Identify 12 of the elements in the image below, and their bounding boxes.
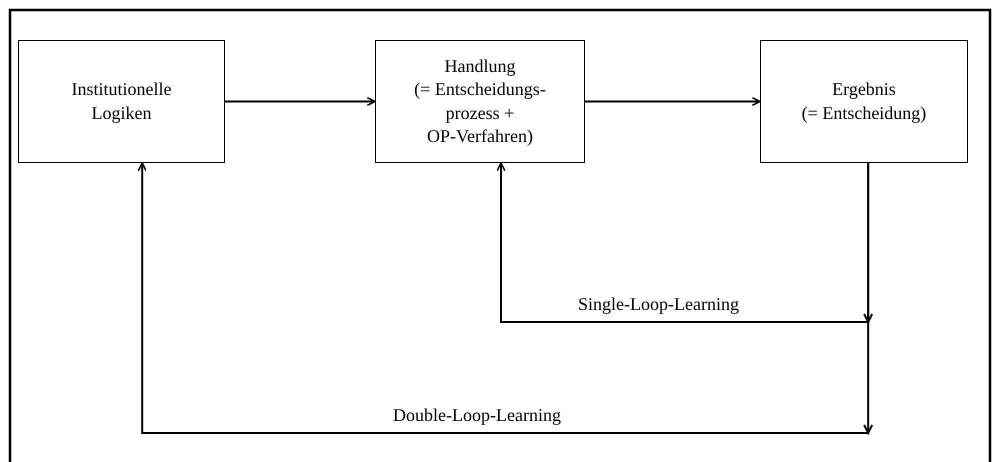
box-text: Handlung	[444, 54, 516, 78]
process-box	[18, 40, 225, 163]
process-box	[760, 40, 968, 163]
arrow	[225, 96, 376, 106]
box-text: (= Entscheidungs- prozess + OP-Verfahren)	[413, 78, 547, 148]
arrow	[585, 96, 761, 106]
process-box	[375, 40, 585, 163]
box-text: (= Entscheidung)	[802, 102, 926, 125]
box-text: Institutionelle Logiken	[70, 78, 172, 125]
arrow	[137, 162, 870, 434]
box-text: Ergebnis	[832, 78, 896, 102]
arrow	[496, 162, 870, 323]
